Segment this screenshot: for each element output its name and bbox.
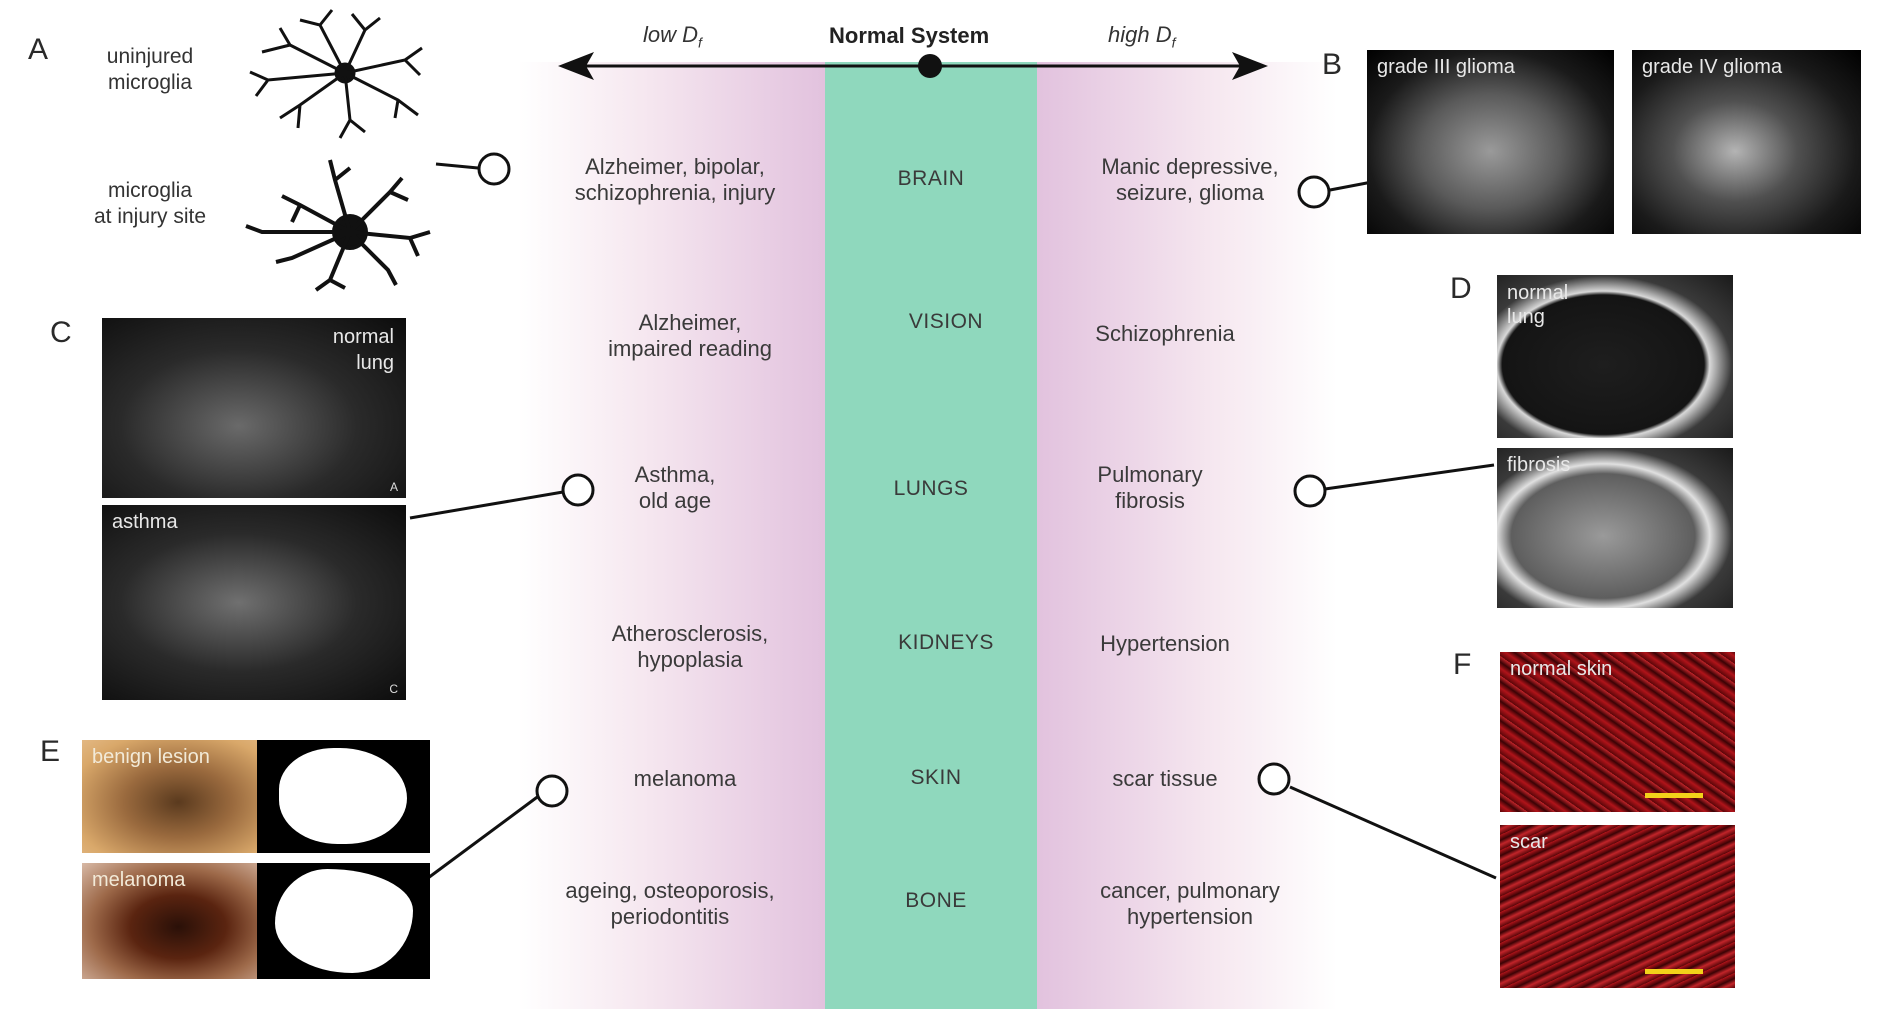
panel-f-letter: F — [1453, 648, 1472, 681]
scale-bar — [1645, 969, 1703, 974]
panel-e-letter: E — [40, 735, 61, 768]
kidneys-high-df: Hypertension — [1100, 631, 1230, 656]
scale-bar — [1645, 793, 1703, 798]
vision-high-df: Schizophrenia — [1095, 321, 1235, 346]
system-kidneys: KIDNEYS — [898, 631, 994, 654]
grade-iii-glioma-image: grade III glioma — [1367, 50, 1614, 234]
normal-system-band — [825, 62, 1037, 1009]
benign-lesion-photo: benign lesion — [82, 740, 257, 853]
connector-brain-low — [477, 152, 511, 186]
panel-b-letter: B — [1322, 48, 1343, 81]
panel-d-letter: D — [1450, 272, 1472, 305]
melanoma-mask — [257, 863, 430, 979]
system-lungs: LUNGS — [893, 477, 969, 500]
high-df-band — [1037, 62, 1337, 1009]
injured-microglia-icon — [245, 159, 431, 292]
brain-low-df: Alzheimer, bipolar,schizophrenia, injury — [574, 154, 776, 205]
low-df-band — [518, 62, 825, 1009]
low-df-label: low Df — [643, 22, 702, 51]
skin-high-df: scar tissue — [1112, 766, 1218, 791]
connector-skin-high — [1257, 762, 1291, 796]
panel-a-letter: A — [28, 33, 49, 66]
connector-brain-high — [1297, 175, 1331, 209]
system-vision: VISION — [908, 310, 984, 333]
kidneys-low-df: Atherosclerosis,hypoplasia — [611, 621, 769, 672]
grade-iv-glioma-image: grade IV glioma — [1632, 50, 1861, 234]
skin-low-df: melanoma — [633, 766, 737, 791]
system-skin: SKIN — [910, 766, 962, 789]
df-axis-arrow — [558, 52, 1268, 80]
lungs-low-df: Asthma,old age — [634, 462, 716, 513]
high-df-label: high Df — [1108, 22, 1176, 51]
asthma-lung-bronchi-image: asthma C — [102, 505, 406, 700]
system-brain: BRAIN — [897, 167, 965, 190]
normal-skin-image: normal skin — [1500, 652, 1735, 812]
panel-c-letter: C — [50, 316, 72, 349]
system-bone: BONE — [905, 889, 967, 912]
scar-skin-image: scar — [1500, 825, 1735, 988]
melanoma-photo: melanoma — [82, 863, 257, 979]
brain-high-df: Manic depressive,seizure, glioma — [1101, 154, 1279, 205]
bone-low-df: ageing, osteoporosis,periodontitis — [565, 878, 775, 929]
benign-lesion-mask — [257, 740, 430, 853]
vision-low-df: Alzheimer,impaired reading — [608, 310, 772, 361]
connector-skin-low — [535, 774, 569, 808]
uninjured-microglia-icon — [249, 9, 423, 139]
connector-lungs-high — [1293, 474, 1327, 508]
connector-lungs-low — [561, 473, 595, 507]
normal-system-title: Normal System — [829, 23, 990, 48]
fibrosis-lung-ct-image: fibrosis — [1497, 448, 1733, 608]
